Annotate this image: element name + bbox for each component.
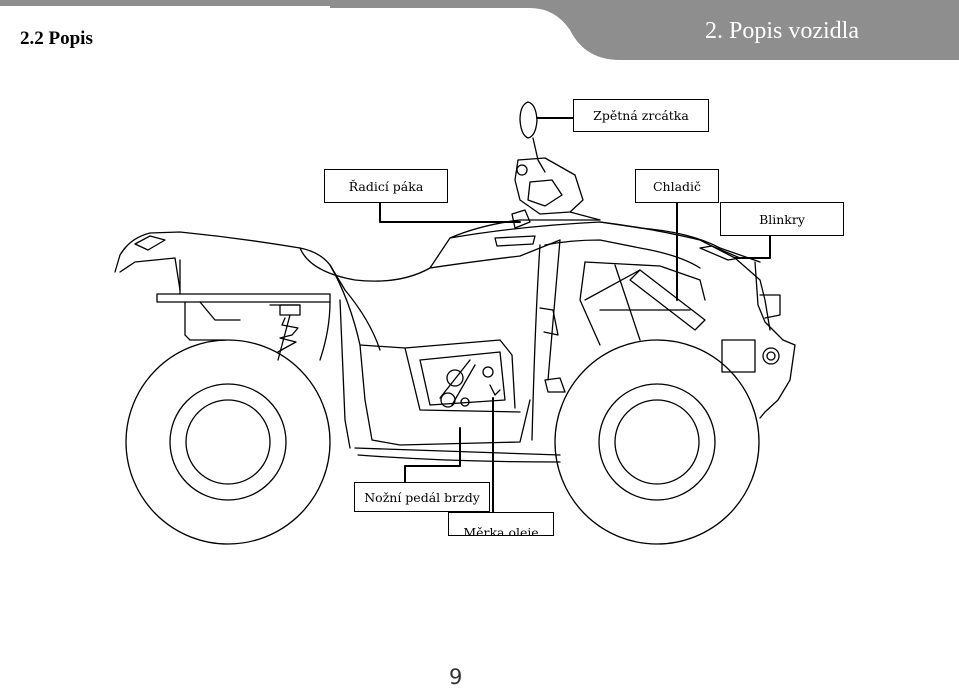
rear-wheel [125,339,331,545]
page-number: 9 [449,665,463,689]
callout-gear-lever-label: Řadicí páka [348,178,424,194]
rear-fender [114,231,346,341]
callout-turn-signals-label: Blinkry [759,211,805,227]
seat-body [299,219,761,463]
leader-lines [379,117,771,513]
header-left-band [0,0,330,60]
callout-radiator-label: Chladič [652,178,702,194]
rear-shock [269,304,301,361]
callout-oil-dipstick: Měrka oleje [448,512,554,536]
callout-gear-lever: Řadicí páka [324,169,448,203]
engine [419,351,506,408]
front-wheel [554,339,760,545]
front-fender [531,221,796,441]
section-label: 2.2 Popis [20,28,93,49]
callout-brake-pedal-label: Nožní pedál brzdy [364,489,480,505]
callout-brake-pedal: Nožní pedál brzdy [354,482,490,512]
callout-turn-signals: Blinkry [720,202,844,236]
callout-oil-dipstick-label: Měrka oleje [463,525,539,536]
chapter-title: 2. Popis vozidla [705,18,859,44]
handlebar-mirror [511,101,601,229]
chapter-header-tab [330,0,959,60]
callout-mirrors-label: Zpětná zrcátka [593,108,689,123]
callout-mirrors: Zpětná zrcátka [573,99,709,132]
callout-radiator: Chladič [635,169,719,203]
header-gray-bar [0,0,330,6]
